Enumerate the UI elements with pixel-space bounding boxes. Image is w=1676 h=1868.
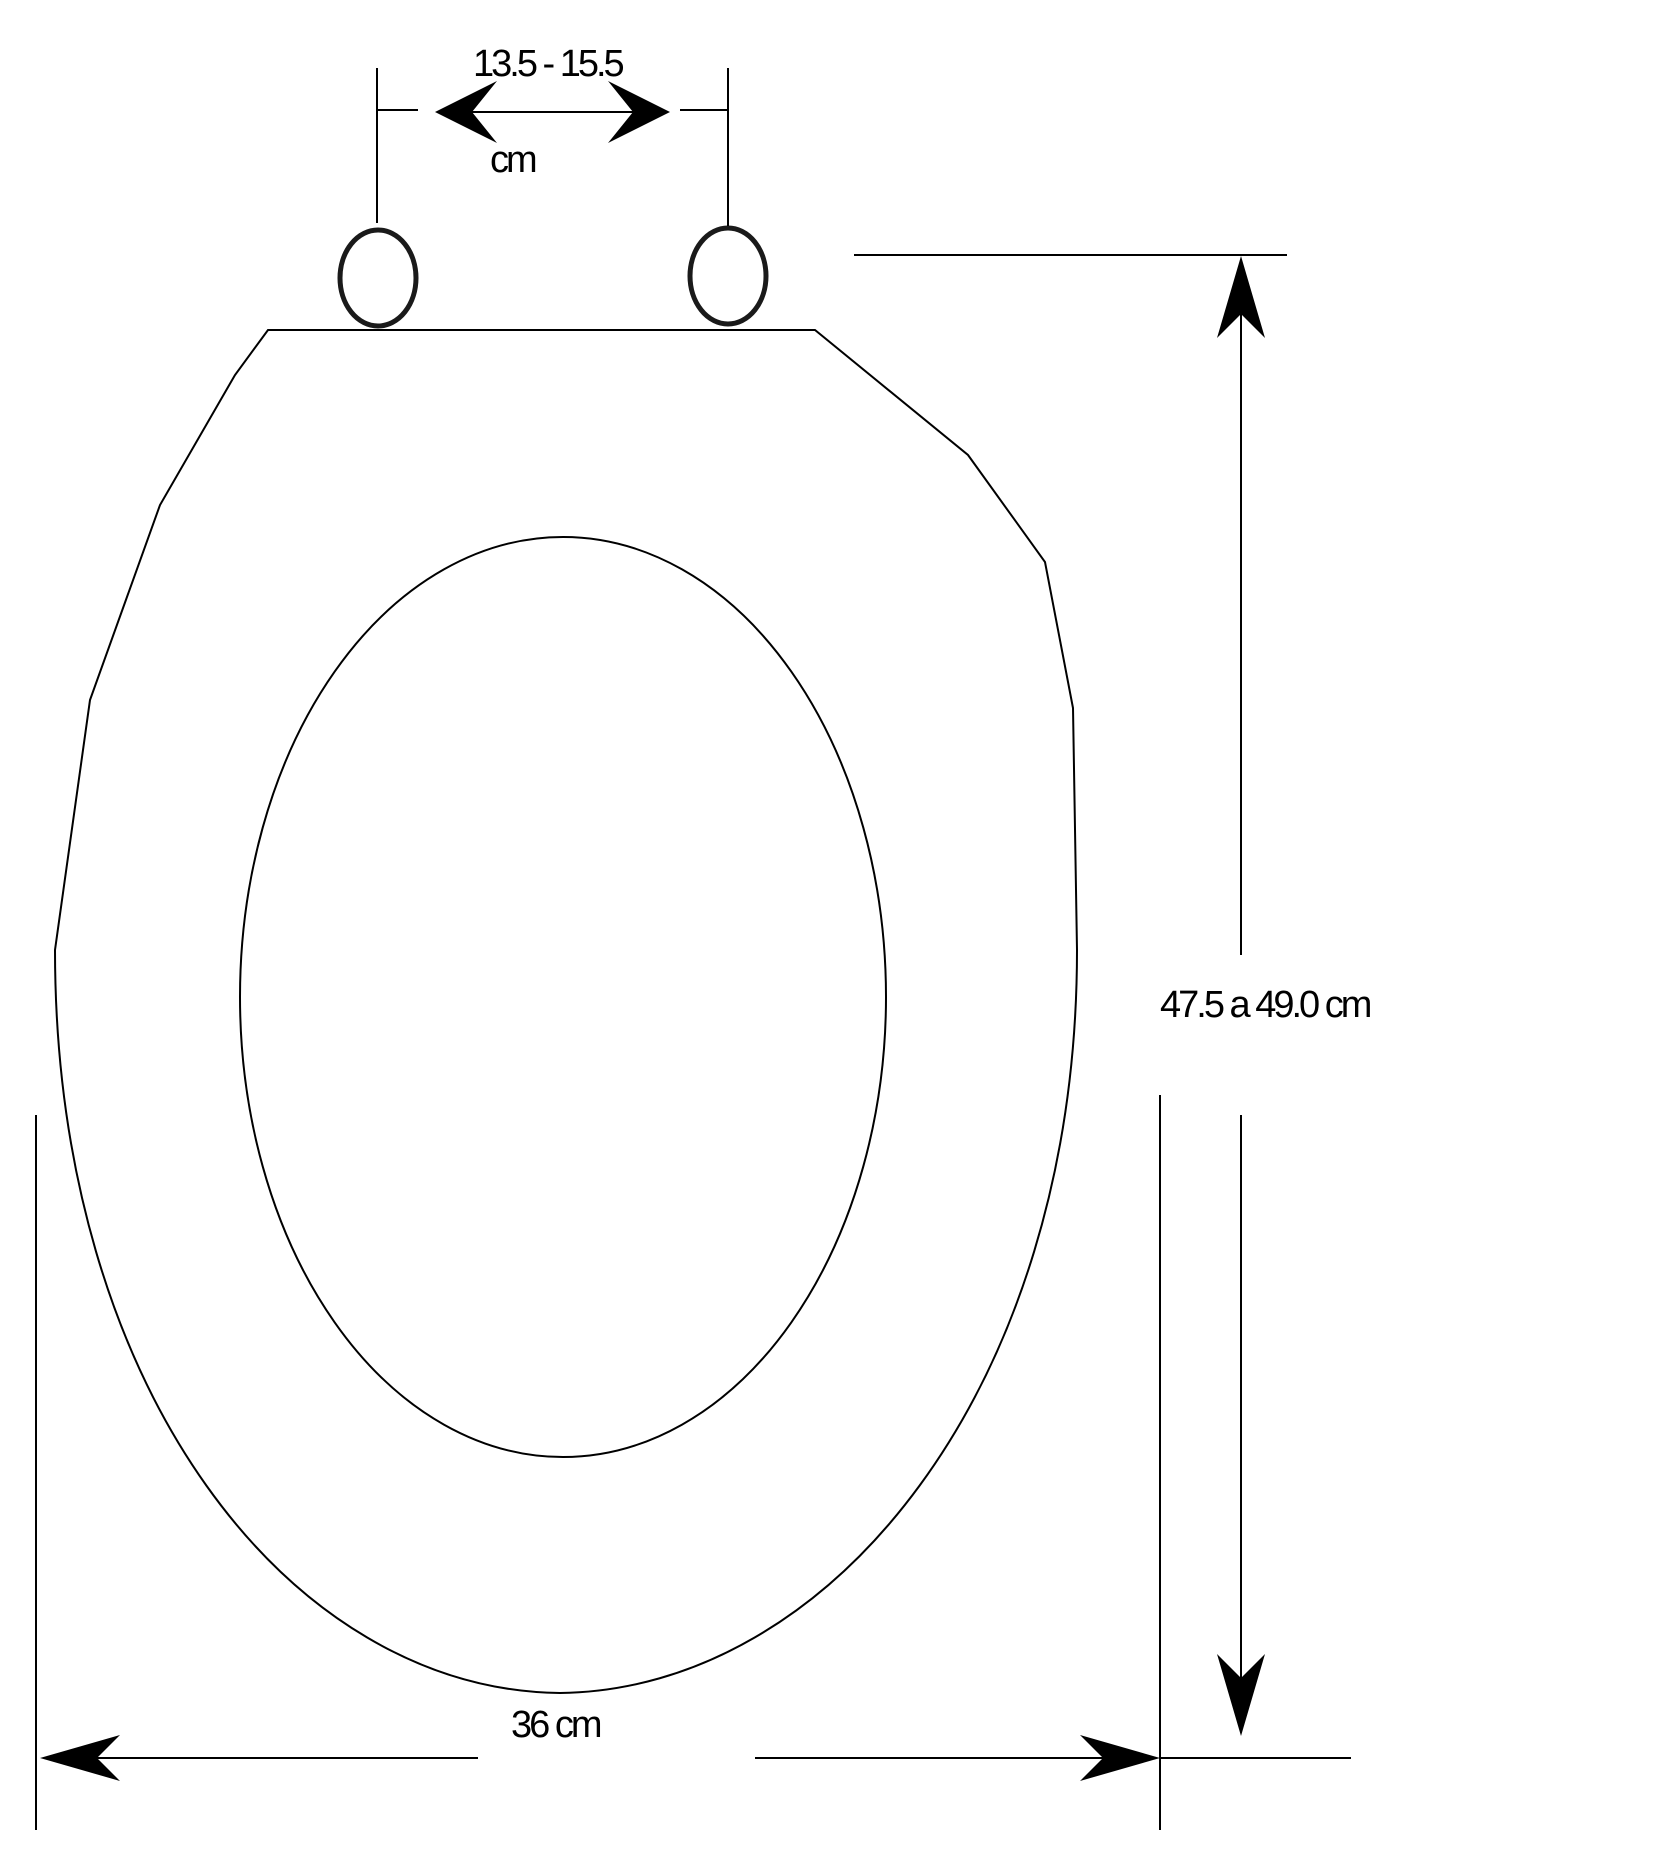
length-dimension: 47.5 a 49.0 cm [854, 254, 1374, 1759]
hinge-spacing-unit-label: cm [490, 139, 536, 181]
hinge-spacing-dimension: 13.5 - 15.5 cm [376, 43, 729, 226]
length-label: 47.5 a 49.0 cm [1160, 984, 1371, 1026]
seat-inner-opening [239, 536, 887, 1458]
width-dimension: 36 cm [35, 1095, 1161, 1830]
hinge-spacing-value-label: 13.5 - 15.5 [473, 43, 624, 85]
left-hinge [337, 227, 419, 329]
width-label: 36 cm [511, 1704, 601, 1746]
length-arrow-top [1217, 256, 1265, 338]
width-arrow-left [40, 1735, 120, 1781]
hinge-arrow-right [608, 81, 670, 143]
right-hinge [687, 225, 769, 327]
seat-outer-outline [53, 329, 1079, 1695]
hinge-arrow-left [435, 81, 497, 143]
length-arrow-bottom [1217, 1654, 1265, 1736]
width-arrow-right [1080, 1735, 1160, 1781]
